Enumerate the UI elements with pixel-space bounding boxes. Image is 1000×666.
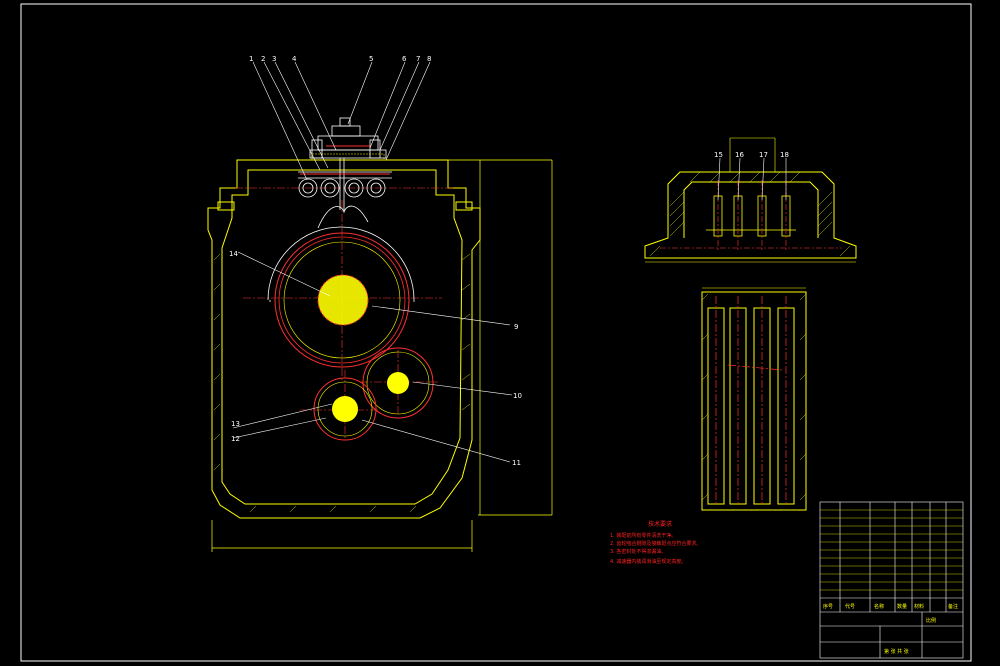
pinion-gear-hub: [332, 396, 358, 422]
pinion-gear: [313, 377, 377, 441]
part-label-16: 16: [735, 151, 744, 159]
part-label-17: 17: [759, 151, 768, 159]
title-block-qty-header: 数量: [897, 603, 907, 610]
leader-lines: [232, 61, 513, 463]
part-label-2: 2: [261, 55, 265, 63]
side-view-centerlines: [715, 296, 787, 506]
title-block-seq-header: 序号: [823, 603, 833, 610]
main-view-housing: [207, 159, 553, 552]
part-label-9: 9: [514, 323, 518, 331]
tech-requirement-line-4: 4. 减速器内装润滑油至规定高度。: [610, 558, 686, 565]
part-label-7: 7: [416, 55, 420, 63]
part-label-18: 18: [780, 151, 789, 159]
part-label-5: 5: [369, 55, 373, 63]
part-label-4: 4: [292, 55, 297, 63]
title-block-note-header: 备注: [948, 603, 958, 610]
part-label-14: 14: [229, 250, 238, 258]
side-view-hatch: [701, 293, 807, 501]
sheet-border: [20, 3, 972, 662]
title-block: [819, 501, 964, 659]
title-block-code-header: 代号: [845, 603, 855, 610]
part-label-6: 6: [402, 55, 407, 63]
title-block-sheet: 第 张 共 张: [884, 648, 909, 655]
tech-requirement-line-1: 1. 装配前所有零件清洗干净。: [610, 532, 676, 539]
section-view-top: [644, 137, 857, 263]
bracket-hatch: [311, 153, 385, 161]
title-block-rows: [820, 509, 963, 591]
title-block-name-header: 名称: [874, 603, 884, 610]
part-label-1: 1: [249, 55, 253, 63]
housing-wall-hatch: [213, 253, 471, 513]
part-label-11: 11: [512, 459, 521, 467]
large-gear: [267, 226, 415, 368]
part-label-15: 15: [714, 151, 723, 159]
tech-requirement-line-3: 3. 各密封处不得渗漏油。: [610, 548, 666, 555]
large-gear-hub: [317, 274, 369, 326]
part-label-12: 12: [231, 435, 240, 443]
tech-requirement-line-2: 2. 齿轮啮合侧隙及接触斑点应符合要求。: [610, 540, 701, 547]
part-label-3: 3: [272, 55, 276, 63]
section-centerlines-top: [660, 180, 842, 250]
part-label-10: 10: [513, 392, 522, 400]
motor-drive-unit: [309, 117, 387, 159]
section-leaders-top: [717, 157, 787, 201]
title-block-scale: 比例: [926, 617, 936, 624]
roller-mechanism: [298, 158, 392, 229]
idler-gear-hub: [387, 372, 409, 394]
part-label-8: 8: [427, 55, 431, 63]
title-block-material-header: 材料: [914, 603, 924, 610]
part-label-13: 13: [231, 420, 240, 428]
tech-requirements-title: 技术要求: [648, 520, 672, 528]
section-hatch-top: [649, 171, 851, 257]
side-view-rollers: [701, 287, 807, 511]
section-rollers-top: [706, 195, 796, 237]
roller-accent: [300, 145, 390, 175]
idler-gear: [362, 347, 434, 419]
